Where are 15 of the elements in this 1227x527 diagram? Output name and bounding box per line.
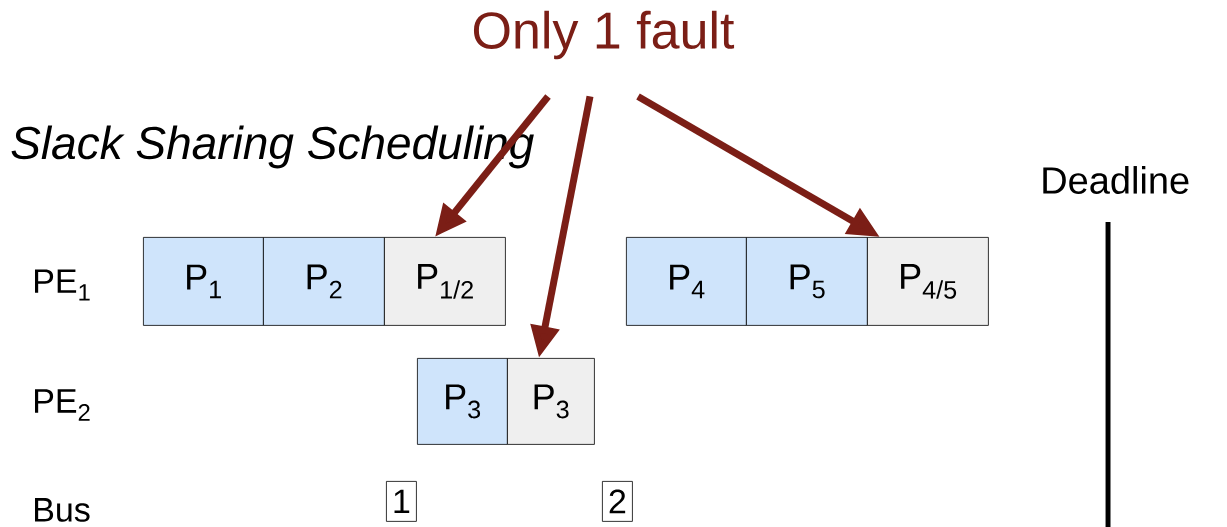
task-box: P$_{4}$ xyxy=(626,237,747,326)
slack-box: P$_{3}$ xyxy=(507,358,595,445)
task-box: P$_{1}$ xyxy=(143,237,264,326)
task-box: P$_{3}$ xyxy=(417,358,508,445)
annotation-text: Only 1 fault xyxy=(473,10,735,60)
message-box: 2 xyxy=(602,481,633,522)
slack-box: P$_{1/2}$ xyxy=(384,237,506,326)
deadline-label: Deadline xyxy=(1043,166,1189,194)
task-box: P$_{5}$ xyxy=(746,237,868,326)
message-box: 1 xyxy=(386,481,417,522)
row-label: Bus xyxy=(35,498,90,522)
row-label: PE$_{2}$ xyxy=(35,389,90,421)
slack-box: P$_{4/5}$ xyxy=(867,237,989,326)
row-label: PE$_{1}$ xyxy=(35,269,90,301)
task-box: P$_{2}$ xyxy=(263,237,385,326)
